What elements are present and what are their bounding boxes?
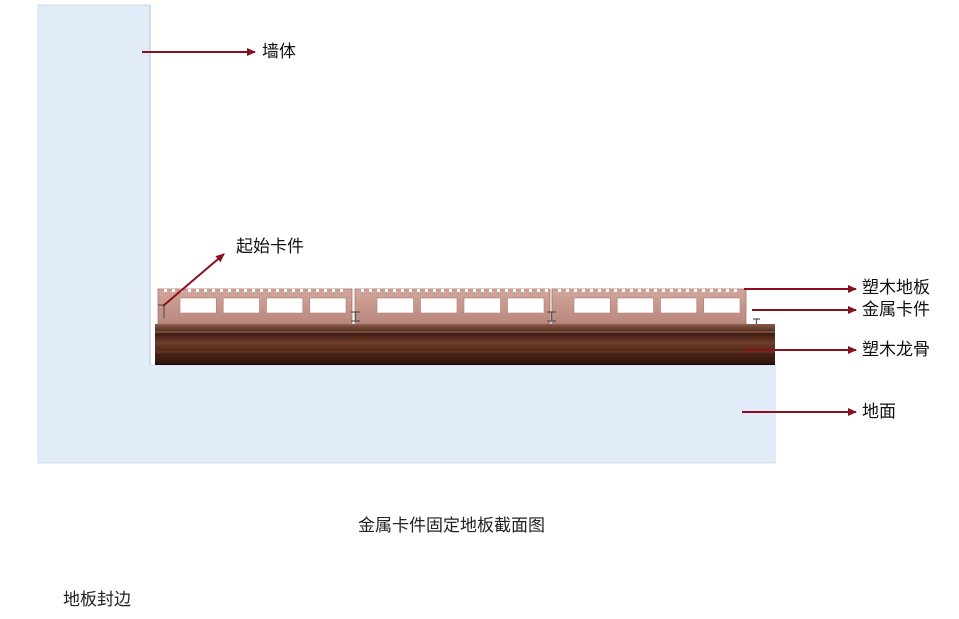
label-ground: 地面 xyxy=(862,402,896,422)
deck-board xyxy=(157,288,353,325)
wpc-joist xyxy=(155,324,775,365)
label-metal-clip: 金属卡件 xyxy=(862,300,930,320)
leader-arrows xyxy=(142,48,857,416)
metal-clip xyxy=(351,311,360,322)
wpc-deck-boards xyxy=(157,288,747,325)
deck-board xyxy=(551,288,747,325)
label-start-clip: 起始卡件 xyxy=(236,237,304,257)
figure-caption: 金属卡件固定地板截面图 xyxy=(358,516,545,536)
label-wpc-joist: 塑木龙骨 xyxy=(862,340,930,360)
arrow-start-clip xyxy=(162,253,225,307)
label-wpc-board: 塑木地板 xyxy=(862,278,930,298)
deck-board xyxy=(354,288,551,325)
metal-clip xyxy=(547,311,556,322)
label-wall: 墙体 xyxy=(262,42,296,62)
metal-clip xyxy=(753,318,760,324)
metal-clips xyxy=(351,311,760,324)
section-heading: 地板封边 xyxy=(63,590,131,610)
wall-ground-area xyxy=(37,4,776,464)
